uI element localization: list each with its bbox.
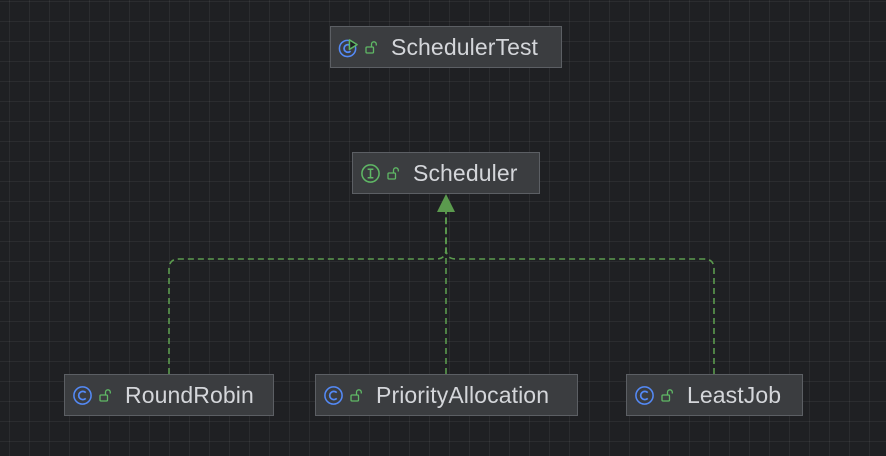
node-scheduler-test[interactable]: SchedulerTest	[330, 26, 562, 68]
node-label: Scheduler	[413, 159, 518, 186]
node-label: PriorityAllocation	[376, 381, 550, 408]
node-label: SchedulerTest	[391, 33, 539, 60]
interface-icon	[361, 163, 380, 183]
test-class-icon	[338, 38, 358, 57]
node-label: RoundRobin	[125, 381, 254, 408]
node-scheduler[interactable]: Scheduler	[352, 152, 540, 194]
realization-arrowhead	[437, 194, 455, 212]
public-lock-icon	[99, 388, 111, 402]
public-lock-icon	[350, 388, 362, 402]
class-icon	[324, 385, 343, 405]
class-icon	[73, 385, 92, 405]
node-least-job[interactable]: LeastJob	[626, 374, 803, 416]
class-icon	[635, 385, 654, 405]
edge-least_job-to-scheduler	[445, 212, 715, 374]
public-lock-icon	[365, 40, 377, 54]
public-lock-icon	[387, 166, 399, 180]
node-round-robin[interactable]: RoundRobin	[64, 374, 274, 416]
public-lock-icon	[661, 388, 673, 402]
node-label: LeastJob	[687, 381, 782, 408]
edge-round_robin-to-scheduler	[168, 212, 447, 374]
node-priority-allocation[interactable]: PriorityAllocation	[315, 374, 578, 416]
